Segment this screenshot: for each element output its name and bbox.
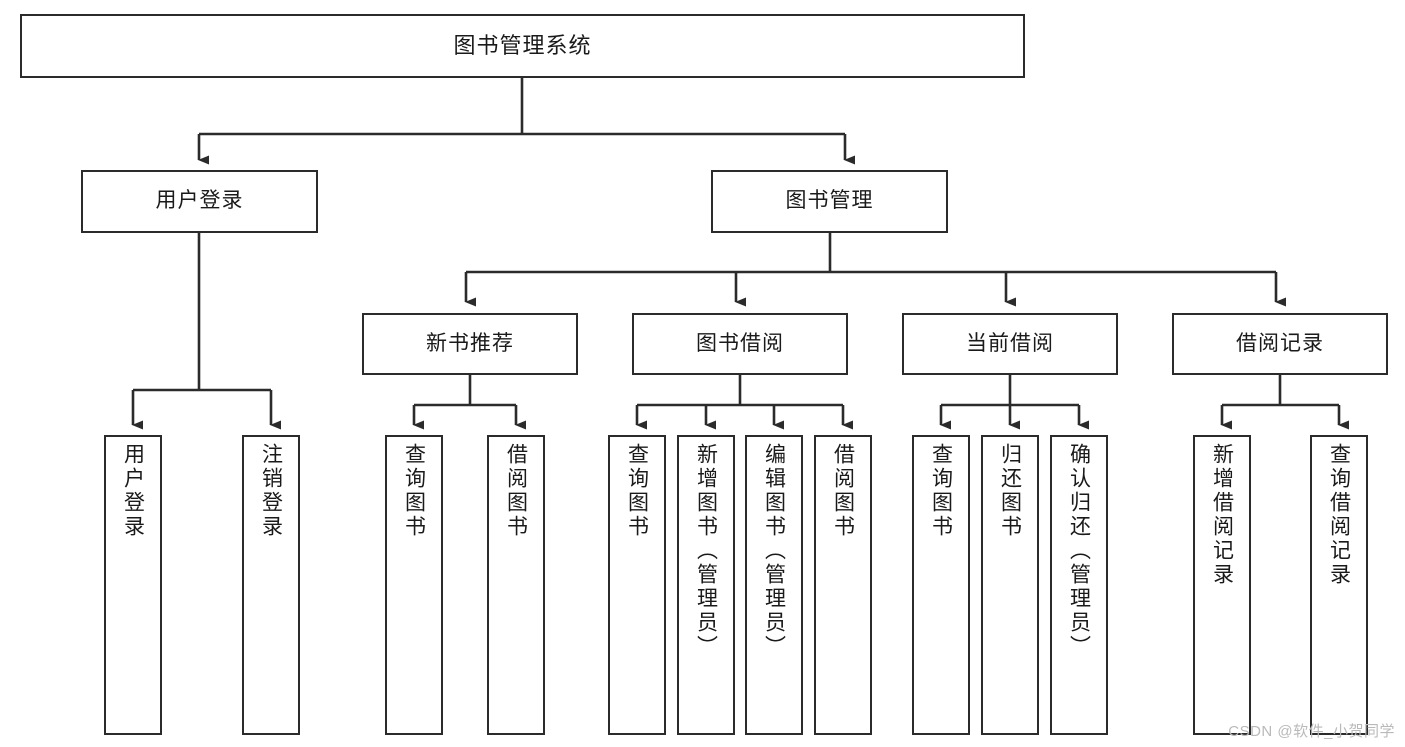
leaf-add-borrow-record[interactable]: 新增借阅记录 [1193,435,1251,735]
leaf-add-book-admin[interactable]: 新增图书（管理员） [677,435,735,735]
node-label: 查询图书 [625,443,649,539]
leaf-borrow-query-book[interactable]: 查询图书 [608,435,666,735]
node-current-borrow[interactable]: 当前借阅 [902,313,1118,375]
node-label: 当前借阅 [966,331,1054,355]
node-label: 图书借阅 [696,331,784,355]
node-root-system[interactable]: 图书管理系统 [20,14,1025,78]
leaf-user-login[interactable]: 用户登录 [104,435,162,735]
leaf-current-query-book[interactable]: 查询图书 [912,435,970,735]
node-label: 借阅记录 [1236,331,1324,355]
node-label: 确认归还（管理员） [1067,443,1091,659]
node-label: 用户登录 [155,189,244,213]
node-label: 查询图书 [929,443,953,539]
leaf-query-borrow-record[interactable]: 查询借阅记录 [1310,435,1368,735]
node-user-login[interactable]: 用户登录 [81,170,318,233]
leaf-borrow-book[interactable]: 借阅图书 [814,435,872,735]
leaf-new-book-query[interactable]: 查询图书 [385,435,443,735]
leaf-return-book[interactable]: 归还图书 [981,435,1039,735]
leaf-edit-book-admin[interactable]: 编辑图书（管理员） [745,435,803,735]
leaf-confirm-return-admin[interactable]: 确认归还（管理员） [1050,435,1108,735]
node-label: 新增图书（管理员） [694,443,718,659]
node-label: 图书管理 [785,189,874,213]
leaf-logout[interactable]: 注销登录 [242,435,300,735]
node-label: 图书管理系统 [453,33,592,59]
node-label: 归还图书 [998,443,1022,539]
csdn-watermark: CSDN @软件_小贺同学 [1228,723,1395,740]
node-borrow-record[interactable]: 借阅记录 [1172,313,1388,375]
leaf-new-book-borrow[interactable]: 借阅图书 [487,435,545,735]
node-label: 借阅图书 [831,443,855,539]
node-book-borrow[interactable]: 图书借阅 [632,313,848,375]
node-label: 借阅图书 [504,443,528,539]
node-new-book-recommend[interactable]: 新书推荐 [362,313,578,375]
node-label: 新书推荐 [426,331,514,355]
node-label: 用户登录 [121,443,145,539]
node-label: 查询借阅记录 [1327,443,1351,587]
node-book-management[interactable]: 图书管理 [711,170,948,233]
node-label: 查询图书 [402,443,426,539]
node-label: 注销登录 [259,443,283,539]
node-label: 编辑图书（管理员） [762,443,786,659]
node-label: 新增借阅记录 [1210,443,1234,587]
